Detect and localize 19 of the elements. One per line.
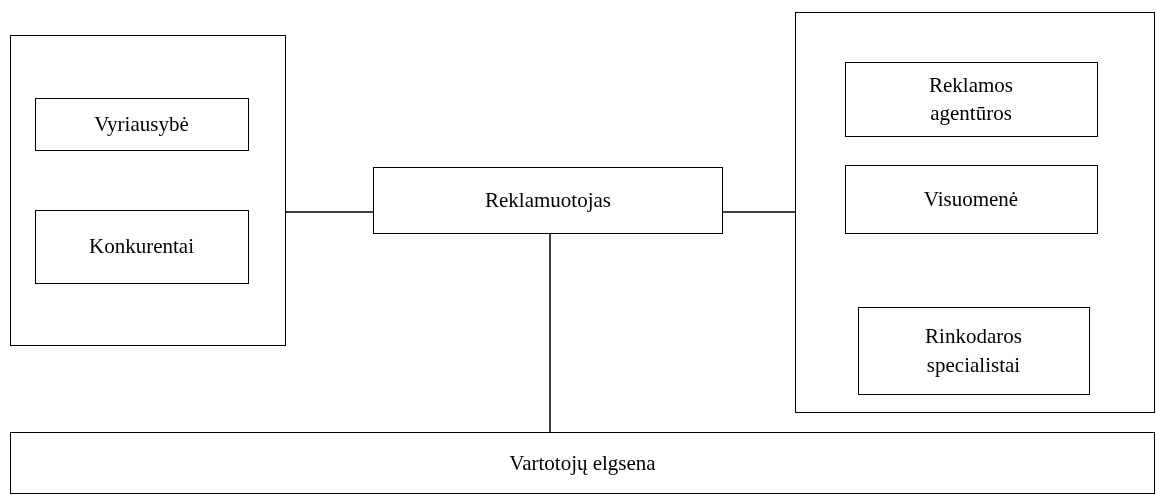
connector-line (285, 211, 374, 213)
group-box (10, 35, 286, 346)
item-box (844, 61, 1098, 137)
item-box (34, 97, 249, 151)
item-box (34, 209, 249, 284)
node-label: Konkurentai (89, 233, 194, 261)
connector-line (722, 211, 796, 213)
node-label: Vartotojų elgsena (509, 449, 656, 477)
item-box (844, 164, 1098, 234)
group-box (795, 12, 1155, 413)
process-box (10, 432, 1155, 494)
process-box (373, 167, 723, 234)
node-label: Reklamos agentūros (928, 71, 1014, 127)
connector-line (549, 233, 551, 433)
node-label: Vyriausybė (94, 110, 189, 138)
node-label: Visuomenė (923, 185, 1019, 213)
item-box (857, 306, 1090, 395)
node-label: Rinkodaros specialistai (924, 323, 1023, 379)
node-label: Reklamuotojas (485, 187, 611, 215)
